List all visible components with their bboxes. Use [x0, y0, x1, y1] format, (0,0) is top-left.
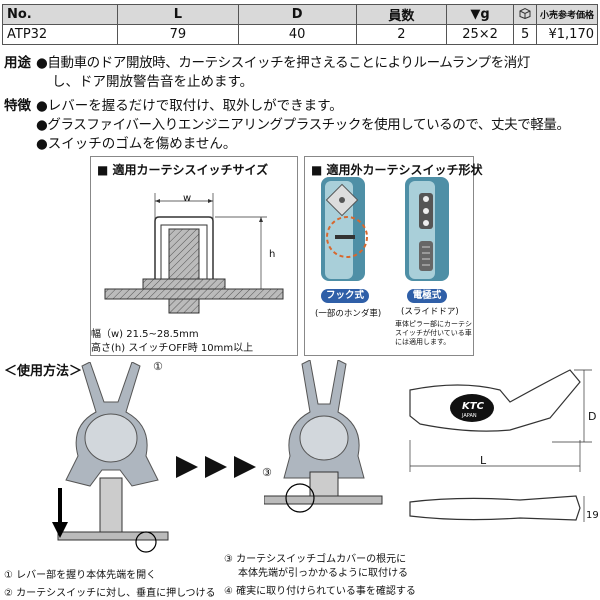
cell-qty: 5 [513, 24, 537, 45]
dim-19-label: 19 [586, 510, 599, 521]
w-label: w [183, 193, 192, 204]
features-label: 特徴 [4, 98, 31, 114]
electrode-note-3: には適用します。 [395, 338, 451, 346]
tool-installed-illustration [264, 360, 383, 513]
step-3-text-b: 本体先端が引っかかるように取付ける [238, 568, 408, 579]
hook-type-badge: フック式 [321, 289, 369, 303]
feature-item: ●レバーを握るだけで取付け、取外しができます。 [36, 98, 343, 114]
step-marker-3: ③ [262, 466, 272, 479]
electrode-note-2: スイッチが付いている車 [395, 329, 472, 337]
tool-open-illustration [52, 362, 169, 553]
header-price: 小売参考価格 [535, 4, 599, 25]
header-no: No. [1, 4, 119, 25]
header-d: D [237, 4, 357, 25]
size-spec-height: 高さ(h) スイッチOFF時 10mm以上 [91, 343, 254, 354]
not-applicable-panel: ■ 適用外カーテシスイッチ形状 フック式 (一部のホンダ車) 電極式 (スライド… [304, 156, 483, 356]
step-3-text-a: ③ カーテシスイッチゴムカバーの根元に [224, 554, 407, 565]
ktc-logo: KTC [462, 401, 484, 412]
not-applicable-title: ■ 適用外カーテシスイッチ形状 [311, 163, 483, 177]
step-4-text: ④ 確実に取り付けられている事を確認する [224, 586, 416, 597]
cell-no: ATP32 [1, 24, 119, 45]
cell-count: 2 [355, 24, 447, 45]
dim-d-label: D [588, 410, 597, 423]
step-2-text: ② カーテシスイッチに対し、垂直に押しつける [4, 588, 216, 599]
usage-line-2: し、ドア開放警告音を止めます。 [52, 74, 254, 90]
header-l: L [117, 4, 239, 25]
applicable-size-title: ■ 適用カーテシスイッチサイズ [97, 163, 269, 177]
electrode-type-badge: 電極式 [407, 289, 447, 303]
spec-header-row: No. L D 員数 ▼g 小売参考価格 [1, 4, 599, 25]
header-weight: ▼g [445, 4, 515, 25]
switch-size-diagram [104, 193, 284, 314]
step-1-text: ① レバー部を握り本体先端を開く [4, 570, 157, 581]
ktc-logo-sub: JAPAN [462, 413, 477, 419]
switch-shape-diagram [321, 177, 449, 281]
feature-item: ●グラスファイバー入りエンジニアリングプラスチックを使用しているので、丈夫で軽量… [36, 117, 570, 133]
feature-item: ●スイッチのゴムを傷めません。 [36, 136, 237, 152]
cell-d: 40 [237, 24, 357, 45]
cell-l: 79 [117, 24, 239, 45]
usage-line-1: ●自動車のドア開放時、カーテシスイッチを押さえることによりルームランプを消灯 [36, 55, 530, 71]
electrode-note-1: 車体ピラー部にカーテシ [395, 320, 472, 328]
header-count: 員数 [355, 4, 447, 25]
cell-price: ¥1,170 [535, 24, 599, 45]
spec-data-row: ATP32 79 40 2 25×2 5 ¥1,170 [1, 24, 599, 45]
usage-label: 用途 [4, 55, 31, 71]
step-marker-1: ① [153, 360, 163, 373]
size-spec-width: 幅（w) 21.5~28.5mm [91, 329, 199, 340]
applicable-size-panel: ■ 適用カーテシスイッチサイズ w h 幅（w) 21.5~28.5mm 高さ(… [90, 156, 298, 356]
h-label: h [269, 249, 276, 260]
dim-l-label: L [480, 454, 487, 467]
tool-dimension-illustration [409, 369, 592, 522]
box-icon [513, 4, 537, 25]
electrode-type-sub: (スライドドア) [401, 307, 459, 317]
spec-table: No. L D 員数 ▼g 小売参考価格 ATP32 79 40 2 25×2 … [1, 4, 599, 45]
howto-title: ＜使用方法＞ [4, 364, 83, 379]
hook-type-note: (一部のホンダ車) [315, 309, 382, 319]
arrow-right-icons [176, 456, 256, 478]
cell-weight: 25×2 [445, 24, 515, 45]
